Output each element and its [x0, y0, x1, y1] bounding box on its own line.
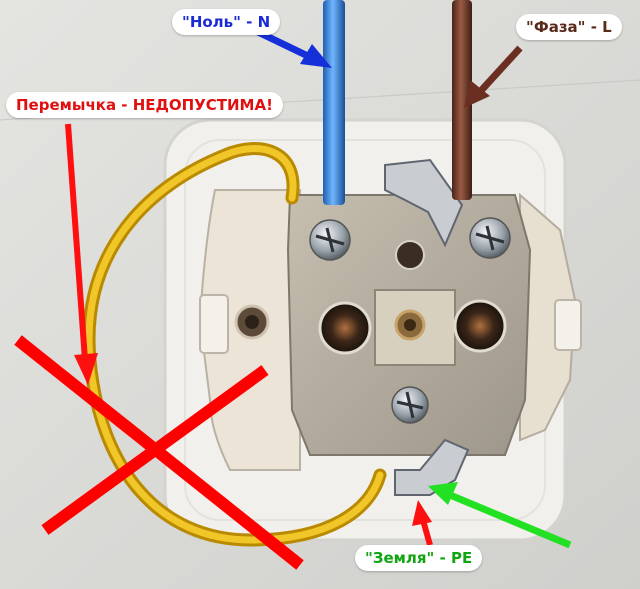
phase-arrow-icon — [464, 45, 523, 108]
earth-clip-top — [384, 158, 464, 248]
screw-bottom-center — [391, 386, 429, 424]
phase-brown-wire — [452, 0, 472, 200]
phase-label: "Фаза" - L — [516, 14, 622, 40]
earth-red-arrow-icon — [412, 500, 433, 546]
earth-label: "Земля" - PE — [355, 545, 483, 571]
jumper-warning-label: Перемычка - НЕДОПУСТИМА! — [6, 92, 283, 118]
left-contact-hole — [318, 301, 372, 355]
neutral-arrow-icon — [256, 28, 332, 68]
screw-top-left — [309, 219, 351, 261]
prohibited-cross-icon — [14, 335, 304, 570]
right-contact-hole — [453, 299, 507, 353]
neutral-blue-wire — [323, 0, 345, 205]
right-mounting-bracket — [519, 192, 577, 442]
earth-green-arrow-icon — [428, 482, 572, 549]
neutral-label: "Ноль" - N — [172, 9, 281, 35]
screw-top-right — [469, 217, 511, 259]
earth-clip-bottom — [394, 438, 470, 496]
jumper-arrow-icon — [65, 123, 98, 385]
